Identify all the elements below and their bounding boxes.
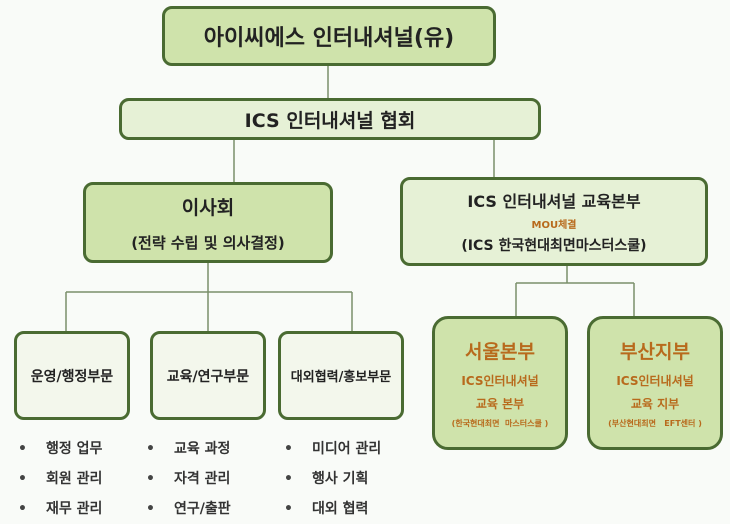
task-item: 회원 관리 bbox=[18, 464, 102, 494]
edu-hq-title: ICS 인터내셔널 교육본부 bbox=[467, 192, 641, 211]
busan-branch-note: (부산현대최면 EFT센터 ) bbox=[608, 419, 702, 428]
board-subtitle: (전략 수립 및 의사결정) bbox=[131, 233, 285, 252]
company-box: 아이씨에스 인터내셔널(유) bbox=[162, 6, 496, 66]
association-name: ICS 인터내셔널 협회 bbox=[244, 109, 416, 132]
dept-education-name: 교육/연구부문 bbox=[166, 368, 250, 385]
task-item: 행사 기획 bbox=[284, 464, 381, 494]
seoul-branch-line2: 교육 본부 bbox=[475, 397, 525, 411]
busan-branch-line1: ICS인터내셔널 bbox=[616, 374, 694, 388]
dept-education-box: 교육/연구부문 bbox=[150, 331, 266, 420]
dept-operations-name: 운영/행정부문 bbox=[30, 368, 114, 385]
board-title: 이사회 bbox=[181, 196, 235, 219]
task-item: 행정 업무 bbox=[18, 434, 102, 464]
association-box: ICS 인터내셔널 협회 bbox=[119, 98, 541, 140]
company-name: 아이씨에스 인터내셔널(유) bbox=[203, 26, 455, 51]
busan-branch-line2: 교육 지부 bbox=[630, 397, 680, 411]
busan-branch-box: 부산지부 ICS인터내셔널 교육 지부 (부산현대최면 EFT센터 ) bbox=[587, 316, 723, 450]
task-item: 연구/출판 bbox=[146, 494, 231, 524]
dept-pr-tasks: 미디어 관리 행사 기획 대외 협력 bbox=[284, 434, 381, 524]
dept-education-tasks: 교육 과정 자격 관리 연구/출판 bbox=[146, 434, 231, 524]
dept-operations-box: 운영/행정부문 bbox=[14, 331, 130, 420]
seoul-branch-title: 서울본부 bbox=[465, 341, 535, 363]
board-box: 이사회 (전략 수립 및 의사결정) bbox=[83, 182, 333, 263]
seoul-branch-box: 서울본부 ICS인터내셔널 교육 본부 (한국현대최면 마스터스쿨 ) bbox=[432, 316, 568, 450]
busan-branch-title: 부산지부 bbox=[620, 341, 690, 363]
task-item: 자격 관리 bbox=[146, 464, 231, 494]
dept-operations-tasks: 행정 업무 회원 관리 재무 관리 bbox=[18, 434, 102, 524]
seoul-branch-note: (한국현대최면 마스터스쿨 ) bbox=[451, 419, 549, 428]
edu-hq-subtitle: (ICS 한국현대최면마스터스쿨) bbox=[461, 238, 647, 254]
edu-hq-box: ICS 인터내셔널 교육본부 MOU체결 (ICS 한국현대최면마스터스쿨) bbox=[400, 177, 708, 266]
task-item: 미디어 관리 bbox=[284, 434, 381, 464]
task-item: 교육 과정 bbox=[146, 434, 231, 464]
task-item: 대외 협력 bbox=[284, 494, 381, 524]
dept-pr-box: 대외협력/홍보부문 bbox=[278, 331, 404, 420]
dept-pr-name: 대외협력/홍보부문 bbox=[290, 370, 392, 385]
seoul-branch-line1: ICS인터내셔널 bbox=[461, 374, 539, 388]
mou-label: MOU체결 bbox=[531, 220, 577, 231]
task-item: 재무 관리 bbox=[18, 494, 102, 524]
